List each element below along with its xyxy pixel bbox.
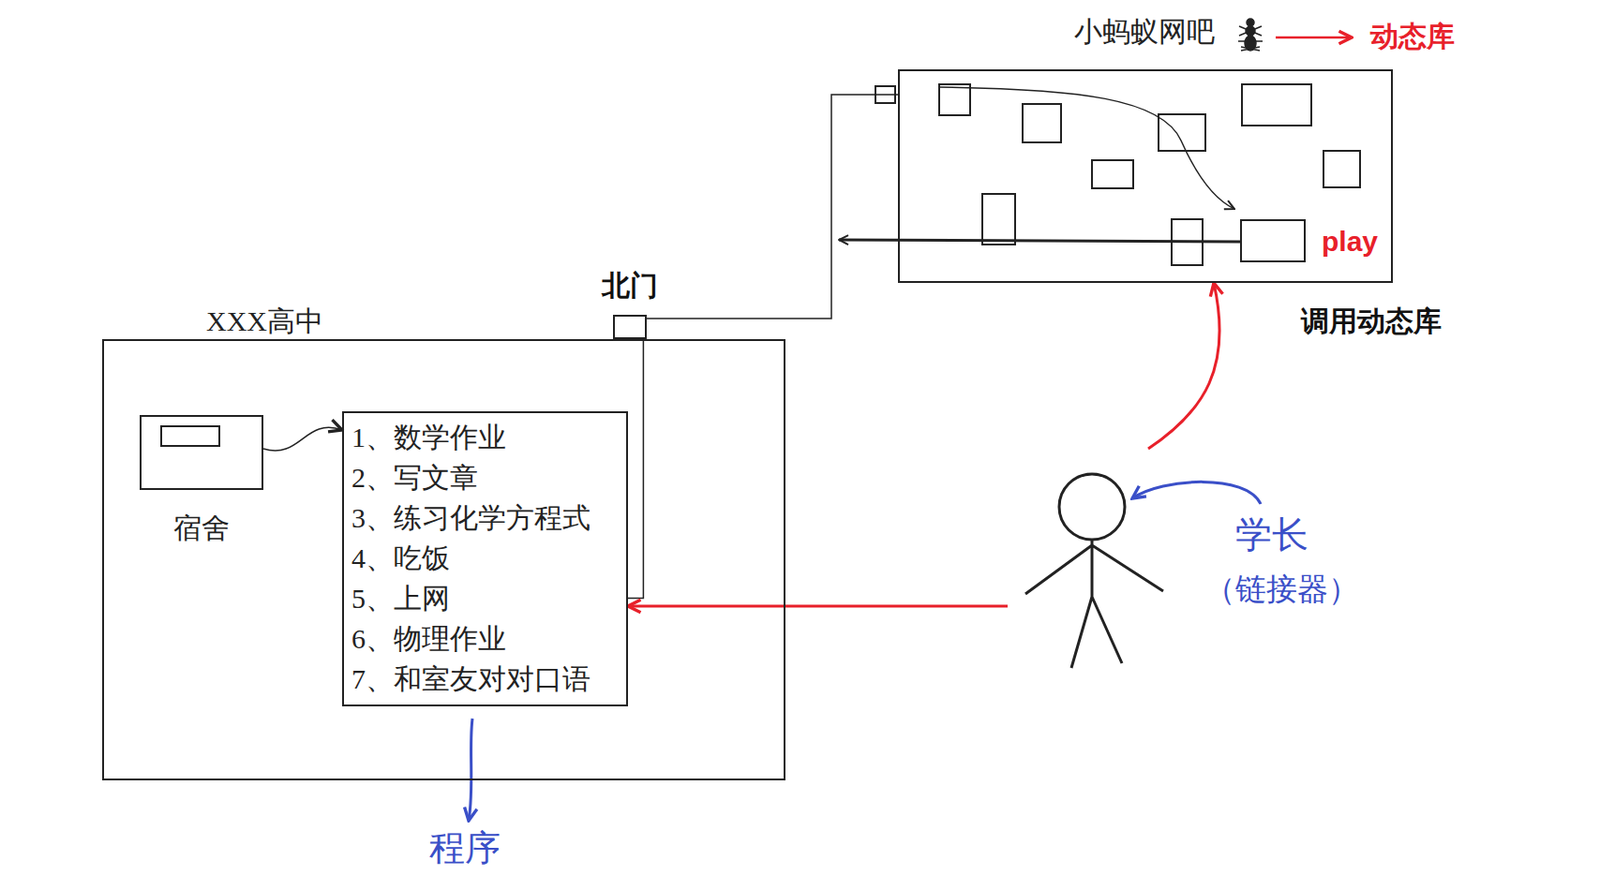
- linker-figure: 学长 （链接器）: [1007, 448, 1388, 680]
- list-row: 6、物理作业: [351, 618, 619, 659]
- gate-label: 北门: [577, 269, 683, 303]
- list-item: 7、和室友对对口语: [351, 658, 591, 700]
- list-row: 1、数学作业: [351, 417, 619, 458]
- connector: [646, 94, 898, 319]
- connector: [628, 339, 643, 599]
- list-row: 3、练习化学方程式: [351, 497, 619, 539]
- list-item: 6、物理作业: [351, 618, 507, 659]
- library-region: 小蚂蚁网吧play: [897, 69, 1393, 284]
- function-label: play: [1321, 225, 1378, 259]
- list-row: 5、上网: [351, 578, 619, 619]
- dormitory-box: 宿舍: [139, 415, 264, 491]
- senior-pointer: [1132, 481, 1261, 505]
- region-title: XXX高中: [206, 305, 324, 339]
- screen-symbol: [161, 426, 220, 447]
- connector: [263, 427, 343, 451]
- connector: [1148, 283, 1220, 449]
- ant-icon: [1238, 18, 1263, 51]
- library-label: 动态库: [1370, 20, 1455, 54]
- region-title: 小蚂蚁网吧: [1074, 15, 1215, 49]
- school-region: XXX高中宿舍1、数学作业2、写文章3、练习化学方程式4、吃饭5、上网6、物理作…: [102, 339, 786, 781]
- list-item: 4、吃饭: [351, 538, 450, 579]
- pointer-arrow: [1275, 36, 1352, 40]
- computer-seats: [875, 84, 1361, 266]
- list-item: 3、练习化学方程式: [351, 497, 591, 539]
- list-item: 1、数学作业: [351, 417, 507, 458]
- walk-path: [939, 87, 1235, 210]
- connector: [628, 605, 1008, 609]
- program-list: 1、数学作业2、写文章3、练习化学方程式4、吃饭5、上网6、物理作业7、和室友对…: [342, 411, 629, 707]
- program-pointer: [468, 718, 473, 822]
- gate-box: 北门: [613, 314, 647, 340]
- list-row: 2、写文章: [351, 457, 619, 498]
- list-row: 7、和室友对对口语: [351, 658, 619, 700]
- box-label: 宿舍: [104, 512, 300, 546]
- function-box: play: [1240, 219, 1306, 263]
- stick-figure: [1025, 474, 1164, 669]
- list-item: 2、写文章: [351, 457, 479, 498]
- program-label: 程序: [429, 828, 501, 870]
- call-label: 调用动态库: [1300, 305, 1442, 339]
- list-item: 5、上网: [351, 578, 450, 619]
- list-row: 4、吃饭: [351, 538, 619, 579]
- role-label: 学长: [1235, 514, 1309, 557]
- role-note: （链接器）: [1204, 572, 1360, 609]
